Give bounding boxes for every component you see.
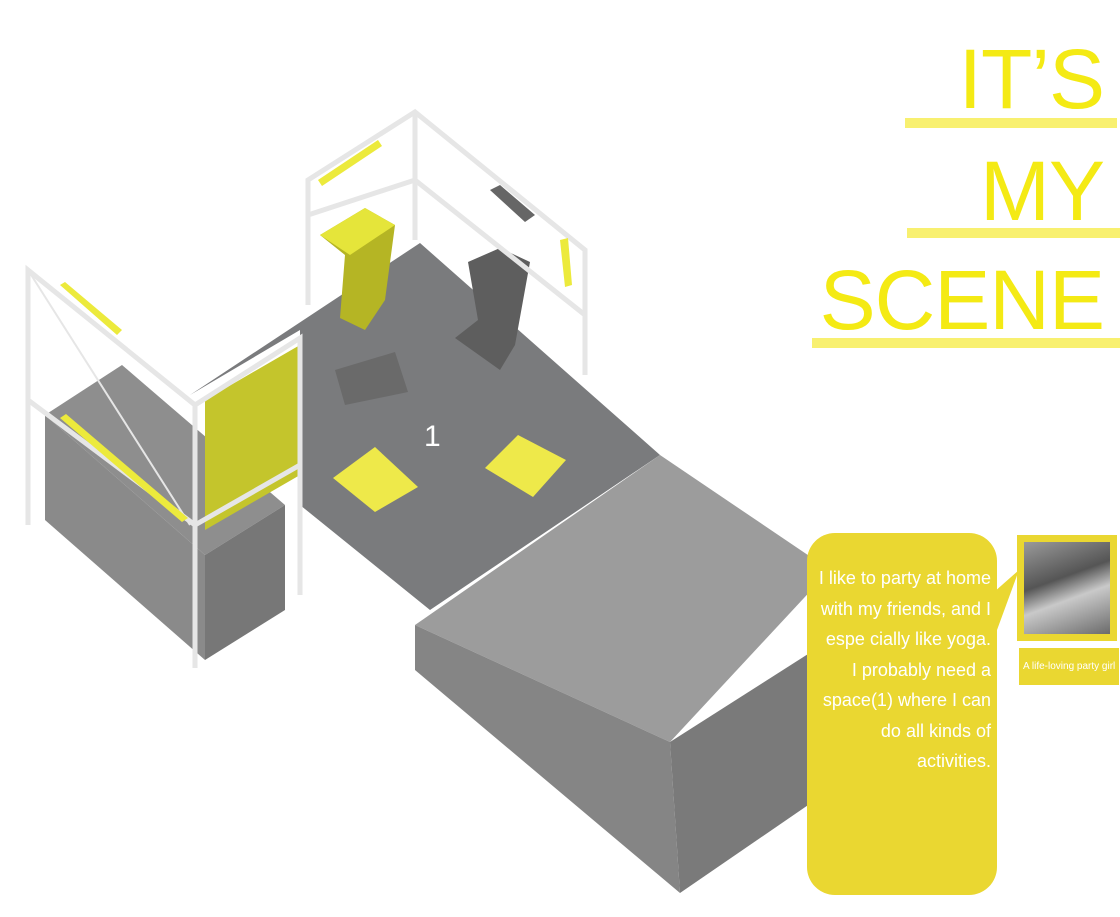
cabinet-front bbox=[45, 415, 205, 660]
title-underline-3 bbox=[812, 338, 1120, 348]
platform-right bbox=[670, 640, 830, 893]
title-line-its: IT’S bbox=[958, 32, 1105, 126]
title-underline-2 bbox=[907, 228, 1120, 238]
title-line-scene: SCENE bbox=[819, 253, 1105, 347]
yellow-mat-2 bbox=[485, 435, 566, 497]
speech-bubble: I like to party at home with my friends,… bbox=[807, 533, 997, 895]
persona-photo-frame bbox=[1017, 535, 1117, 641]
gray-mat bbox=[335, 352, 408, 405]
frame-rails bbox=[25, 108, 588, 668]
yellow-chair-seat bbox=[320, 208, 395, 255]
floor bbox=[190, 243, 660, 610]
yellow-mat-1 bbox=[333, 447, 418, 512]
title-line-my: MY bbox=[980, 144, 1105, 238]
persona-caption: A life-loving party girl bbox=[1019, 648, 1119, 685]
platform-front bbox=[415, 625, 680, 893]
gray-bar bbox=[490, 185, 535, 222]
title-underline-1 bbox=[905, 118, 1117, 128]
quote-text: I like to party at home with my friends,… bbox=[818, 568, 991, 771]
gray-chair bbox=[455, 248, 530, 370]
persona-photo bbox=[1024, 542, 1110, 634]
space-number-label: 1 bbox=[424, 420, 441, 453]
platform-top bbox=[415, 455, 830, 742]
yellow-bars bbox=[60, 140, 572, 522]
cabinet-right bbox=[205, 505, 285, 660]
yellow-panel bbox=[205, 345, 300, 530]
